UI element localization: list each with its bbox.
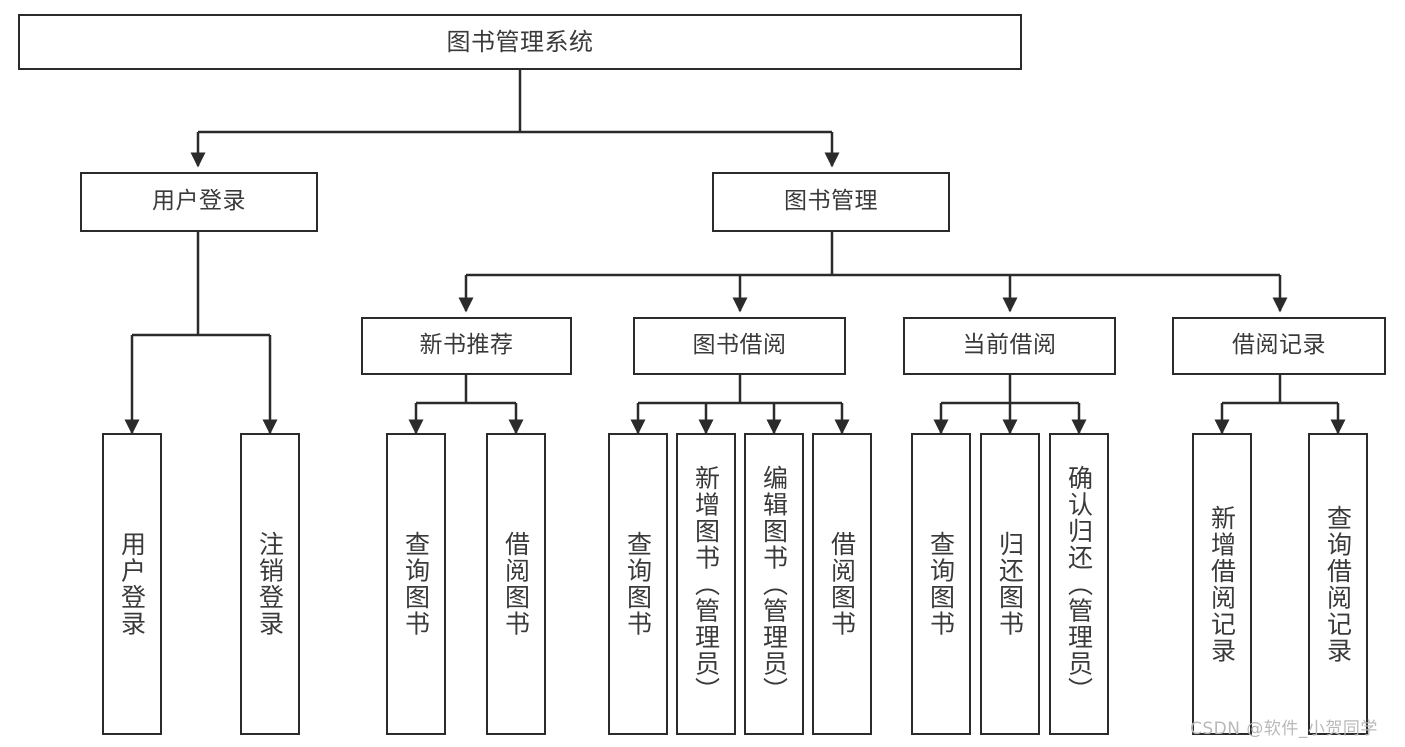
node-label: 新书推荐 xyxy=(419,332,514,359)
node-label: 借阅记录 xyxy=(1232,332,1326,359)
node-label: 查询图书 xyxy=(623,531,653,637)
leaf-add-record[interactable]: 新增借阅记录 xyxy=(1192,433,1252,735)
node-label: 确认归还（管理员） xyxy=(1064,464,1094,704)
node-label: 图书管理系统 xyxy=(446,27,594,56)
node-label: 查询借阅记录 xyxy=(1323,504,1353,664)
node-label: 图书管理 xyxy=(784,188,878,215)
node-book-management[interactable]: 图书管理 xyxy=(712,172,950,232)
node-label: 当前借阅 xyxy=(962,332,1057,359)
leaf-logout-login[interactable]: 注销登录 xyxy=(240,433,300,735)
node-label: 编辑图书（管理员） xyxy=(759,464,789,704)
node-root-system[interactable]: 图书管理系统 xyxy=(18,14,1022,70)
node-label: 用户登录 xyxy=(152,188,246,215)
node-label: 查询图书 xyxy=(926,531,956,637)
node-label: 借阅图书 xyxy=(501,531,531,637)
leaf-query-book-2[interactable]: 查询图书 xyxy=(608,433,668,735)
leaf-query-book-3[interactable]: 查询图书 xyxy=(911,433,971,735)
leaf-confirm-return[interactable]: 确认归还（管理员） xyxy=(1049,433,1109,735)
node-new-book-recommend[interactable]: 新书推荐 xyxy=(361,317,572,375)
node-current-borrow[interactable]: 当前借阅 xyxy=(903,317,1116,375)
leaf-add-book[interactable]: 新增图书（管理员） xyxy=(676,433,736,735)
leaf-user-login[interactable]: 用户登录 xyxy=(102,433,162,735)
leaf-return-book[interactable]: 归还图书 xyxy=(980,433,1040,735)
leaf-query-record[interactable]: 查询借阅记录 xyxy=(1308,433,1368,735)
node-user-login[interactable]: 用户登录 xyxy=(80,172,318,232)
node-label: 用户登录 xyxy=(117,531,147,637)
node-label: 归还图书 xyxy=(995,531,1025,637)
node-label: 新增借阅记录 xyxy=(1207,504,1237,664)
node-label: 借阅图书 xyxy=(827,531,857,637)
node-book-borrow[interactable]: 图书借阅 xyxy=(633,317,846,375)
node-label: 查询图书 xyxy=(401,531,431,637)
node-label: 注销登录 xyxy=(255,531,285,637)
leaf-borrow-book-2[interactable]: 借阅图书 xyxy=(812,433,872,735)
node-label: 图书借阅 xyxy=(692,332,787,359)
leaf-borrow-book-1[interactable]: 借阅图书 xyxy=(486,433,546,735)
node-borrow-record[interactable]: 借阅记录 xyxy=(1172,317,1386,375)
leaf-edit-book[interactable]: 编辑图书（管理员） xyxy=(744,433,804,735)
node-label: 新增图书（管理员） xyxy=(691,464,721,704)
leaf-query-book-1[interactable]: 查询图书 xyxy=(386,433,446,735)
